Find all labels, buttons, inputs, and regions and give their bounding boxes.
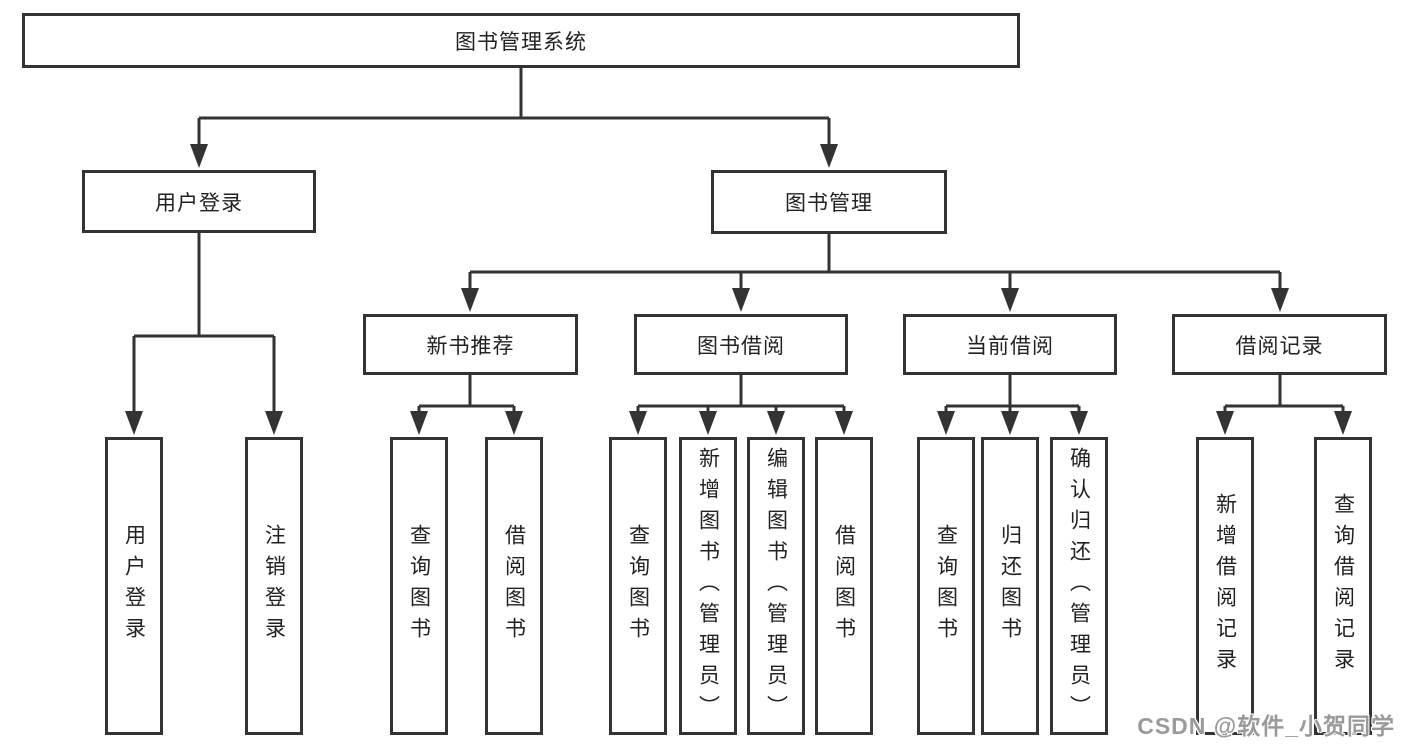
leaf-nb-borrow-books: 借阅图书 [485, 437, 543, 735]
arrow-icon [767, 411, 785, 435]
node-book-management-label: 图书管理 [785, 192, 873, 215]
leaf-nb-query-books: 查询图书 [390, 437, 448, 735]
node-current-borrowing: 当前借阅 [903, 314, 1117, 375]
arrow-icon [265, 411, 283, 435]
leaf-bb-query-books-label: 查询图书 [626, 524, 650, 648]
arrow-icon [732, 288, 750, 312]
arrow-icon [629, 411, 647, 435]
arrow-icon [937, 411, 955, 435]
leaf-cb-confirm-return-admin-label: 确认归还（管理员） [1067, 446, 1091, 726]
leaf-cb-return-books-label: 归还图书 [998, 524, 1022, 648]
node-root-label: 图书管理系统 [455, 30, 587, 54]
arrow-icon [820, 144, 838, 168]
leaf-cb-query-books-label: 查询图书 [934, 524, 958, 648]
leaf-bb-query-books: 查询图书 [609, 437, 667, 735]
arrowheads [125, 144, 1352, 435]
leaf-cb-query-books: 查询图书 [917, 437, 975, 735]
node-borrowing-records: 借阅记录 [1172, 314, 1387, 375]
leaf-cb-confirm-return-admin: 确认归还（管理员） [1050, 437, 1108, 735]
arrow-icon [190, 144, 208, 168]
arrow-icon [410, 411, 428, 435]
node-user-login: 用户登录 [82, 170, 316, 233]
node-user-login-label: 用户登录 [155, 191, 243, 215]
node-book-borrowing: 图书借阅 [634, 314, 848, 375]
connector-paths [132, 67, 1345, 417]
arrow-icon [835, 411, 853, 435]
leaf-bb-add-books-admin: 新增图书（管理员） [679, 437, 737, 735]
node-current-borrowing-label: 当前借阅 [966, 334, 1054, 358]
leaf-br-query-record-label: 查询借阅记录 [1331, 493, 1355, 679]
node-new-book-recommend: 新书推荐 [363, 314, 578, 375]
leaf-nb-query-books-label: 查询图书 [407, 524, 431, 648]
leaf-bb-borrow-books: 借阅图书 [815, 437, 873, 735]
leaf-nb-borrow-books-label: 借阅图书 [502, 524, 526, 648]
arrow-icon [1070, 411, 1088, 435]
arrow-icon [1216, 411, 1234, 435]
leaf-logout: 注销登录 [245, 437, 303, 735]
node-book-borrowing-label: 图书借阅 [697, 334, 785, 358]
leaf-bb-edit-books-admin-label: 编辑图书（管理员） [764, 446, 788, 726]
leaf-bb-add-books-admin-label: 新增图书（管理员） [696, 446, 720, 726]
leaf-cb-return-books: 归还图书 [981, 437, 1039, 735]
leaf-user-login-label: 用户登录 [122, 524, 146, 648]
leaf-br-query-record: 查询借阅记录 [1314, 437, 1372, 735]
arrow-icon [1271, 288, 1289, 312]
watermark-text: CSDN @软件_小贺同学 [1137, 713, 1395, 739]
leaf-br-add-record-label: 新增借阅记录 [1213, 493, 1237, 679]
arrow-icon [1334, 411, 1352, 435]
arrow-icon [1001, 288, 1019, 312]
leaf-bb-borrow-books-label: 借阅图书 [832, 524, 856, 648]
arrow-icon [1001, 411, 1019, 435]
arrow-icon [125, 411, 143, 435]
leaf-br-add-record: 新增借阅记录 [1196, 437, 1254, 735]
arrow-icon [461, 288, 479, 312]
node-root: 图书管理系统 [22, 13, 1020, 68]
node-borrowing-records-label: 借阅记录 [1235, 334, 1324, 358]
leaf-bb-edit-books-admin: 编辑图书（管理员） [747, 437, 805, 735]
watermark: CSDN @软件_小贺同学 [1137, 707, 1395, 741]
leaf-logout-label: 注销登录 [262, 524, 286, 648]
arrow-icon [699, 411, 717, 435]
leaf-user-login: 用户登录 [105, 437, 163, 735]
arrow-icon [505, 411, 523, 435]
node-new-book-recommend-label: 新书推荐 [426, 334, 515, 358]
node-book-management: 图书管理 [711, 170, 947, 234]
